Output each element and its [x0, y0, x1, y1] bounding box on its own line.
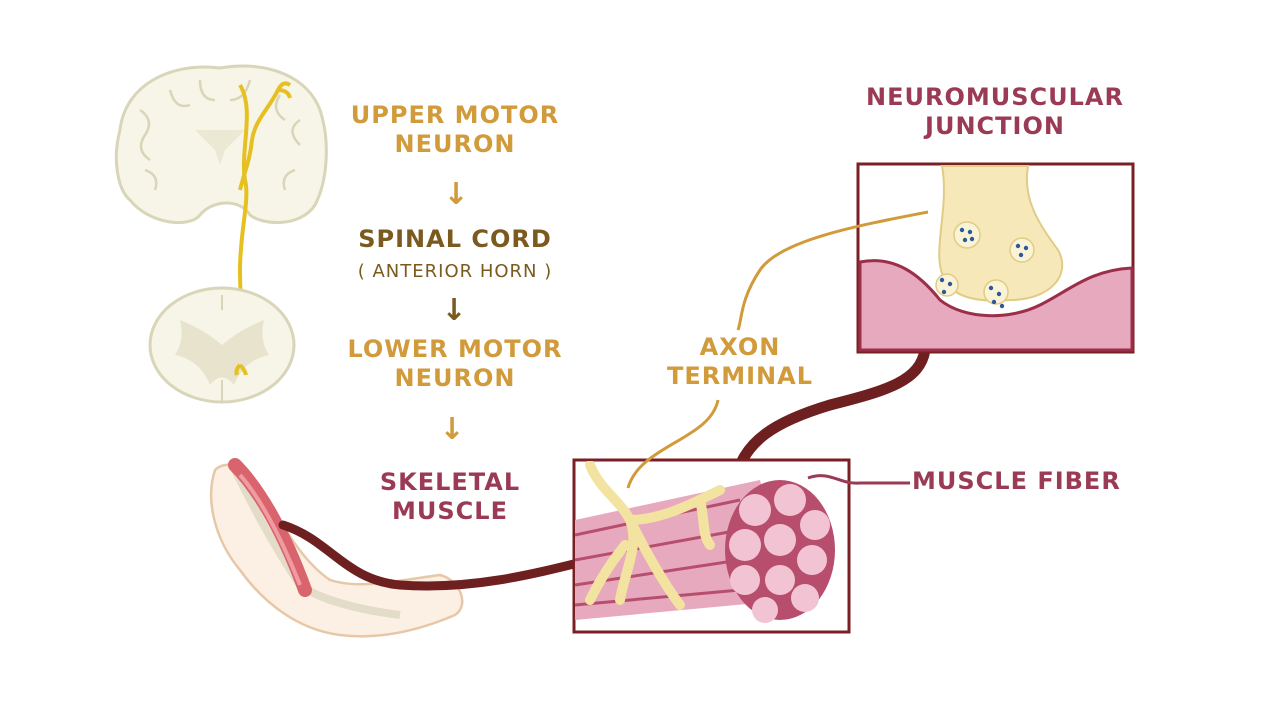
muscle-fiber-label: MUSCLE FIBER [912, 467, 1121, 495]
arrow-down-icon: ↓ [439, 412, 465, 447]
skeletal-muscle-label: SKELETAL MUSCLE [340, 468, 560, 526]
axon-terminal-line2: TERMINAL [666, 362, 813, 390]
axon-terminal-line1: AXON [699, 333, 781, 361]
skeletal-muscle-line1: SKELETAL [379, 468, 521, 496]
lower-motor-neuron-line2: NEURON [394, 364, 516, 392]
vesicle-dots [939, 227, 1029, 309]
muscle-fiber-box [572, 458, 851, 634]
lower-motor-neuron-label: LOWER MOTOR NEURON [335, 335, 575, 393]
neuromuscular-junction-box [856, 162, 1135, 354]
neuromuscular-junction-label: NEUROMUSCULAR JUNCTION [860, 83, 1130, 141]
neuromuscular-junction-line2: JUNCTION [925, 112, 1065, 140]
arm-illustration [209, 458, 464, 638]
anterior-horn-label: ( ANTERIOR HORN ) [357, 261, 553, 282]
muscle-fiber-pointer [807, 474, 910, 485]
axon-terminal-pointer [626, 399, 720, 489]
axon-terminal-label: AXON TERMINAL [660, 333, 820, 391]
arrow-down-icon: ↓ [441, 293, 467, 328]
neuromuscular-junction-line1: NEUROMUSCULAR [866, 83, 1124, 111]
skeletal-muscle-line2: MUSCLE [392, 497, 508, 525]
spinal-cord-label: SPINAL CORD [358, 225, 552, 253]
spinal-cord-section [148, 286, 296, 404]
upper-motor-neuron-line1: UPPER MOTOR [350, 101, 560, 129]
upper-motor-neuron-line2: NEURON [394, 130, 516, 158]
lower-motor-neuron-line1: LOWER MOTOR [347, 335, 563, 363]
upper-motor-neuron-label: UPPER MOTOR NEURON [340, 101, 570, 159]
junction-pointer [736, 210, 929, 331]
arrow-down-icon: ↓ [443, 177, 469, 212]
nerve-to-junction [729, 344, 931, 491]
brain-coronal-section [114, 64, 328, 371]
nerve-to-muscle [278, 520, 595, 591]
